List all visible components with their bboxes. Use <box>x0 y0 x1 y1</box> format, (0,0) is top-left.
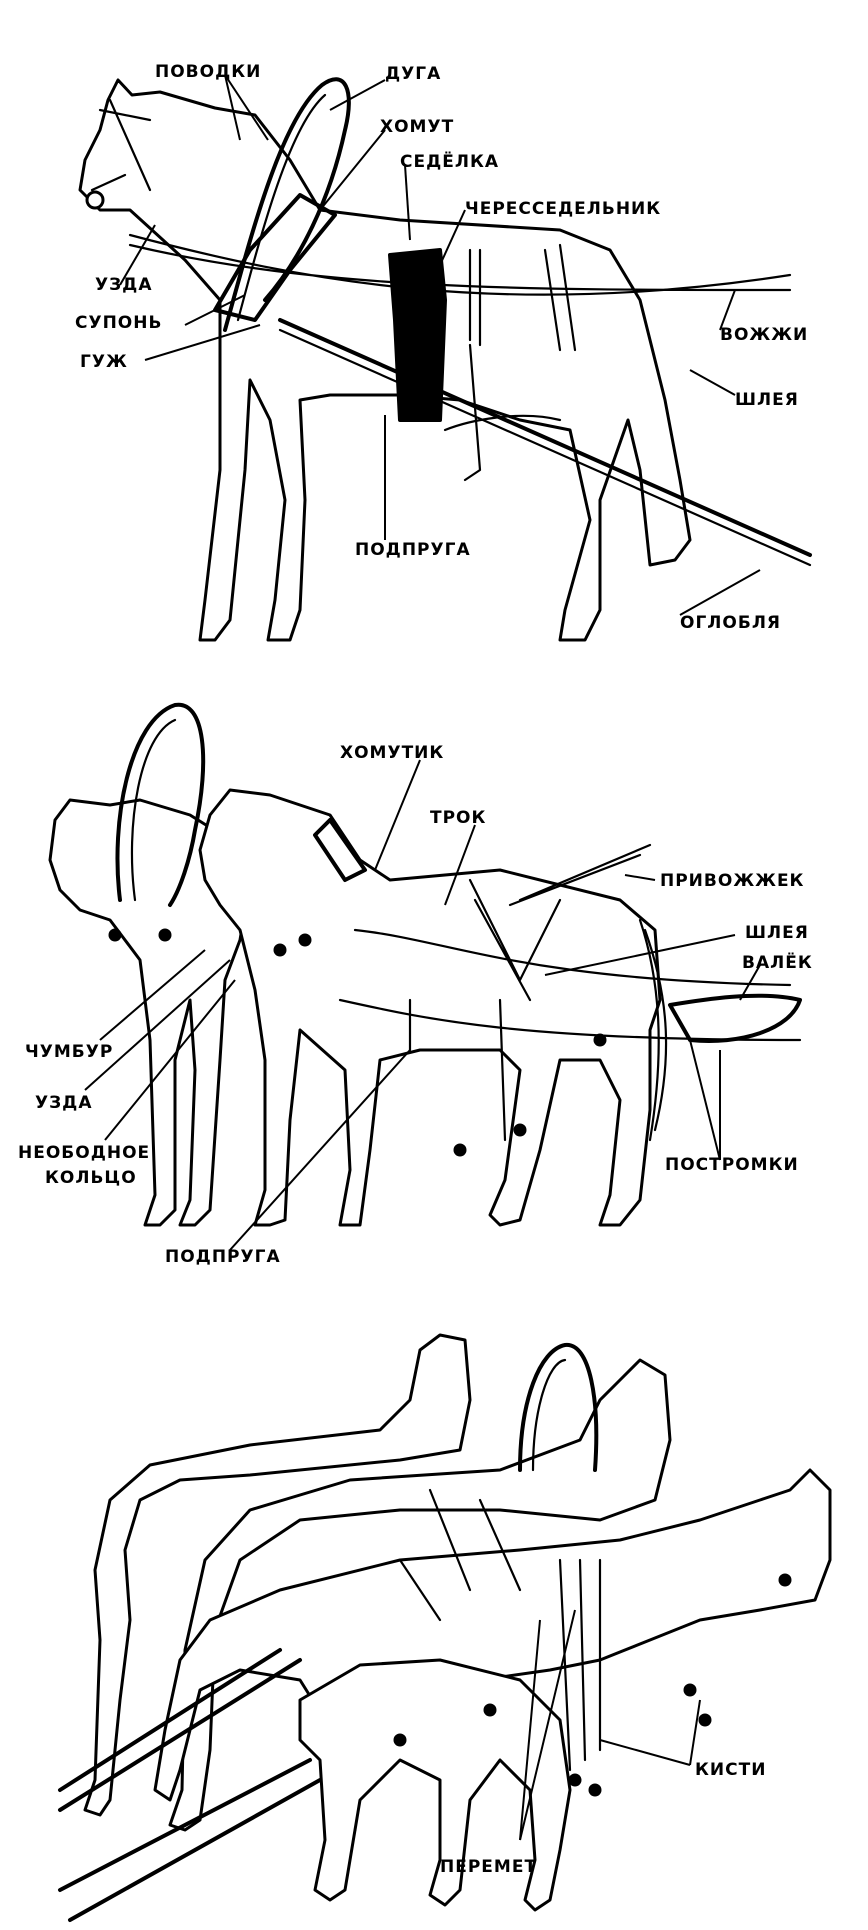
label-povodki: ПОВОДКИ <box>155 62 261 82</box>
label-oglobla: ОГЛОБЛЯ <box>680 613 781 633</box>
collar <box>213 193 337 322</box>
label-postromki: ПОСТРОМКИ <box>665 1155 799 1175</box>
label-uzda: УЗДА <box>95 275 152 295</box>
label-valek: ВАЛЁК <box>742 951 813 973</box>
duga-arch-3 <box>518 1342 599 1472</box>
bridle <box>90 98 152 192</box>
panel-troika: КИСТИ ПЕРЕМЕТ <box>58 1333 832 1922</box>
label-cheresedelnik: ЧЕРЕССЕДЕЛЬНИК <box>465 199 661 219</box>
label-homut: ХОМУТ <box>380 117 454 137</box>
label-trok: ТРОК <box>430 808 486 828</box>
label-kisti: КИСТИ <box>695 1760 766 1780</box>
label-shleya-2: ШЛЕЯ <box>745 923 809 943</box>
panel-single-horse: ПОВОДКИ ДУГА ХОМУТ СЕДЁЛКА ЧЕРЕССЕДЕЛЬНИ… <box>75 62 812 642</box>
label-sedelka: СЕДЁЛКА <box>400 150 499 172</box>
duga-arch-2 <box>115 702 206 907</box>
saddle <box>388 248 447 422</box>
panel-pair-horses: ХОМУТИК ТРОК ПРИВОЖЖЕК ШЛЕЯ ВАЛЁК ЧУМБУР… <box>18 702 813 1267</box>
label-neobodnoe: НЕОБОДНОЕ <box>18 1143 150 1163</box>
reins <box>128 233 792 296</box>
label-homutik: ХОМУТИК <box>340 743 444 763</box>
label-podpruga: ПОДПРУГА <box>355 540 471 560</box>
label-duga: ДУГА <box>385 64 441 84</box>
label-podpruga-2: ПОДПРУГА <box>165 1247 281 1267</box>
horse-figure-far <box>83 1333 472 1817</box>
label-shleya: ШЛЕЯ <box>735 390 799 410</box>
horse-figure-middle <box>168 1358 672 1832</box>
duga-arch <box>223 77 351 332</box>
label-vozhzhi: ВОЖЖИ <box>720 325 808 345</box>
shaft <box>278 318 812 557</box>
label-supon: СУПОНЬ <box>75 313 162 333</box>
label-chumbur: ЧУМБУР <box>25 1042 113 1062</box>
horse-figure-front <box>198 788 662 1227</box>
label-uzda-2: УЗДА <box>35 1093 92 1113</box>
nostril <box>85 190 105 210</box>
label-guzh: ГУЖ <box>80 352 128 372</box>
horse-figure-front-left <box>298 1658 572 1912</box>
label-privozhzhek: ПРИВОЖЖЕК <box>660 871 804 891</box>
label-peremet: ПЕРЕМЕТ <box>440 1857 537 1877</box>
label-koltso: КОЛЬЦО <box>45 1168 137 1188</box>
swingletree <box>668 993 802 1043</box>
